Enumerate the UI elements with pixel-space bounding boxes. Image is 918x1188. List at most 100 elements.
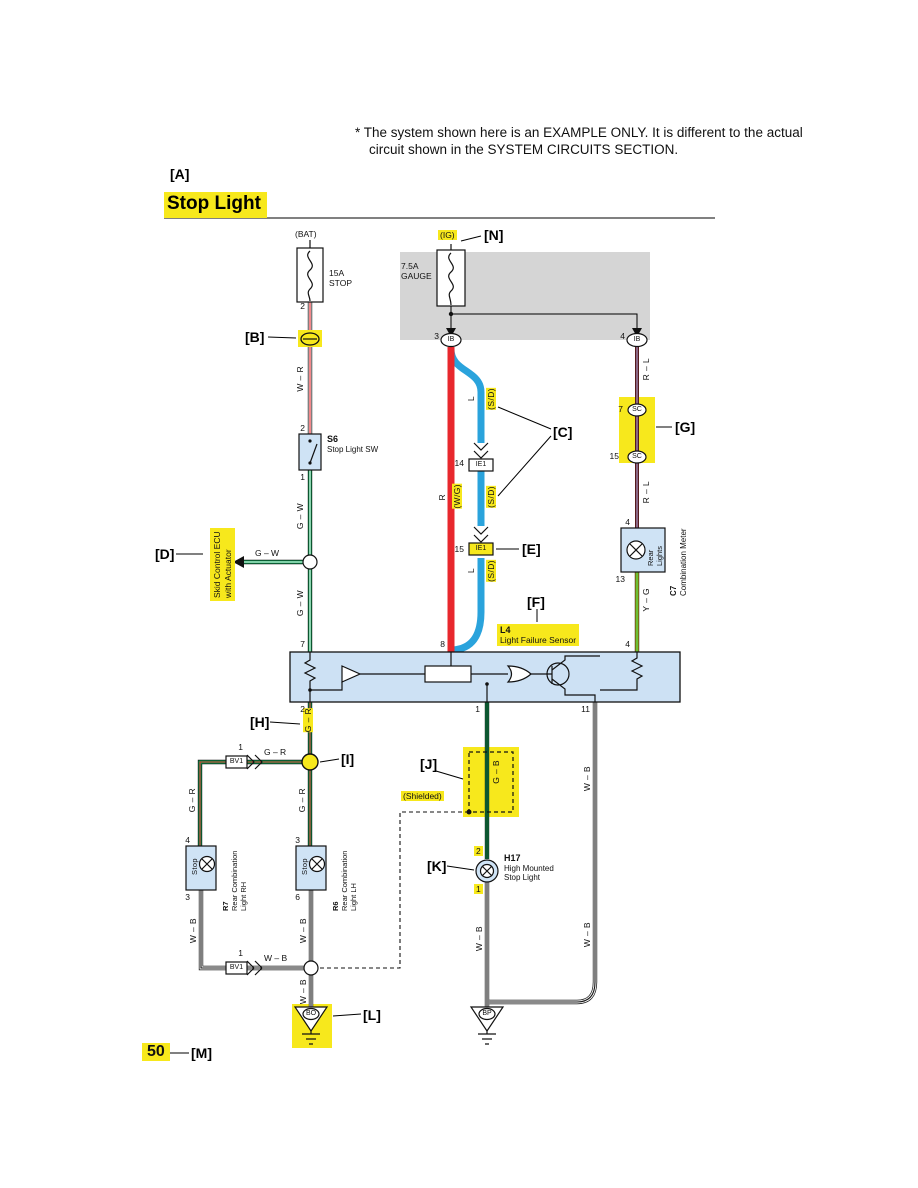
- fuse-stop-amps: 15A: [329, 268, 345, 278]
- wire-label-wb-lower: W – B: [298, 979, 308, 1005]
- pin-r6-out: 6: [295, 892, 300, 902]
- c7-inner-line2: Lights: [654, 545, 664, 566]
- pin-ecu-11: 11: [581, 704, 590, 714]
- fuse-gauge-symbol: [436, 249, 466, 307]
- splice-circle-gw: [302, 554, 318, 570]
- bo-ground-symbol: [293, 1006, 329, 1045]
- r6-bulb-label: Stop: [300, 858, 309, 876]
- page-title: Stop Light: [164, 192, 267, 218]
- bv1-lower-text: BV1: [229, 964, 244, 971]
- junction-feed-lines: [446, 306, 642, 337]
- r6-line1: Rear Combination: [340, 850, 349, 911]
- shield-highlight: [463, 747, 519, 817]
- callout-j: [J]: [420, 756, 438, 772]
- wire-g-w: [244, 470, 313, 652]
- callout-leader-lines: [169, 235, 672, 1054]
- s6-code: S6: [327, 434, 339, 444]
- wire-label-gr-branch: G – R: [264, 747, 287, 757]
- h17-line1: High Mounted: [504, 864, 554, 873]
- s6-switch-symbol: [298, 433, 322, 471]
- fuse-stop-name: STOP: [329, 278, 352, 288]
- example-note-line1: * The system shown here is an EXAMPLE ON…: [355, 125, 803, 140]
- pin-s6-in: 2: [300, 423, 305, 433]
- fuse-gauge-amps: 7.5A: [401, 261, 419, 271]
- sc-lower-text: SC: [632, 453, 642, 460]
- callout-m: [M]: [191, 1045, 212, 1061]
- bv1-upper-text: BV1: [229, 758, 244, 765]
- ib-left-text: IB: [447, 336, 455, 343]
- r7-line1: Rear Combination: [230, 850, 239, 911]
- pin-r7-in: 4: [185, 835, 190, 845]
- wire-label-wb-left: W – B: [188, 918, 198, 944]
- r7-bulb-label: Stop: [190, 858, 199, 876]
- r7-line2: Light RH: [239, 881, 248, 911]
- ib-connector-ovals: [440, 332, 648, 348]
- ie1-upper-text: IE1: [475, 461, 487, 468]
- arrow-down-icon: [632, 328, 642, 337]
- pin-h17-1: 1: [474, 884, 483, 894]
- callout-e: [E]: [522, 541, 541, 557]
- bp-ground-symbol: [469, 1006, 505, 1045]
- pin-c7-in: 4: [625, 517, 630, 527]
- callout-a: [A]: [170, 166, 190, 182]
- h17-line2: Stop Light: [504, 873, 541, 882]
- wire-label-wb-right-1: W – B: [582, 766, 592, 792]
- r6-rear-combination-light-box: [295, 845, 327, 891]
- callout-f: [F]: [527, 594, 545, 610]
- h17-code: H17: [504, 853, 521, 863]
- callout-d: [D]: [155, 546, 175, 562]
- pin-ecu-4: 4: [625, 639, 630, 649]
- shielded-label: (Shielded): [401, 791, 444, 801]
- ie1-upper-connector: [468, 442, 494, 472]
- pin-sc-7: 7: [618, 404, 623, 414]
- pin-ecu-8: 8: [440, 639, 445, 649]
- wire-label-wg: (W/G): [452, 484, 462, 509]
- light-failure-sensor-box: [289, 651, 681, 703]
- bp-text: BP: [482, 1010, 492, 1017]
- pin-ie1-14: 14: [454, 458, 464, 468]
- callout-b: [B]: [245, 329, 265, 345]
- wire-label-wb-h17: W – B: [474, 926, 484, 952]
- wire-label-yg: Y – G: [641, 588, 651, 612]
- l4-label: L4 Light Failure Sensor: [497, 624, 580, 646]
- wire-label-l-2: L: [466, 568, 476, 574]
- callout-i: [I]: [341, 751, 355, 767]
- c7-name: Combination Meter: [678, 528, 688, 596]
- wire-label-sd-2: (S/D): [486, 486, 496, 508]
- l4-name: Light Failure Sensor: [500, 635, 577, 645]
- c7-inner-label: Rear Lights: [646, 545, 664, 566]
- bv1-lower-connector: [225, 960, 263, 976]
- s6-name: Stop Light SW: [327, 445, 379, 454]
- connector-b-oval: [298, 330, 322, 347]
- pin-ecu-1: 1: [475, 704, 480, 714]
- callout-c: [C]: [553, 424, 573, 440]
- wire-label-wb-center: W – B: [298, 918, 308, 944]
- wire-label-gb: G – B: [491, 760, 501, 784]
- wire-label-rl-2: R – L: [641, 481, 651, 504]
- callout-n: [N]: [484, 227, 504, 243]
- wire-label-wb-right-2: W – B: [582, 922, 592, 948]
- skid-line1: Skid Control ECU: [212, 531, 222, 598]
- supply-stubs: [309, 240, 452, 250]
- c7-rear-lights-box: [620, 527, 666, 573]
- ig-label: (IG): [438, 230, 457, 240]
- sc-upper-text: SC: [632, 406, 642, 413]
- arrow-down-icon: [446, 328, 456, 337]
- wire-label-rl-1: R – L: [641, 358, 651, 381]
- wire-w-b: [198, 702, 598, 1007]
- pin-ecu-7: 7: [300, 639, 305, 649]
- pin-s6-out: 1: [300, 472, 305, 482]
- bat-label: (BAT): [295, 229, 317, 239]
- skid-line2: with Actuator: [222, 549, 233, 598]
- r6-code: R6: [331, 901, 340, 911]
- l4-code: L4: [500, 625, 511, 635]
- bo-text: BO: [305, 1010, 317, 1017]
- ib-right-text: IB: [633, 336, 641, 343]
- pin-bv1-lower: 1: [238, 948, 243, 958]
- wire-label-wb-branch: W – B: [264, 953, 288, 963]
- wire-label-r: R: [437, 494, 447, 501]
- ie1-lower-connector: [468, 526, 494, 556]
- bv1-upper-connector: [225, 754, 263, 770]
- skid-control-ecu-label: Skid Control ECU with Actuator: [210, 528, 235, 601]
